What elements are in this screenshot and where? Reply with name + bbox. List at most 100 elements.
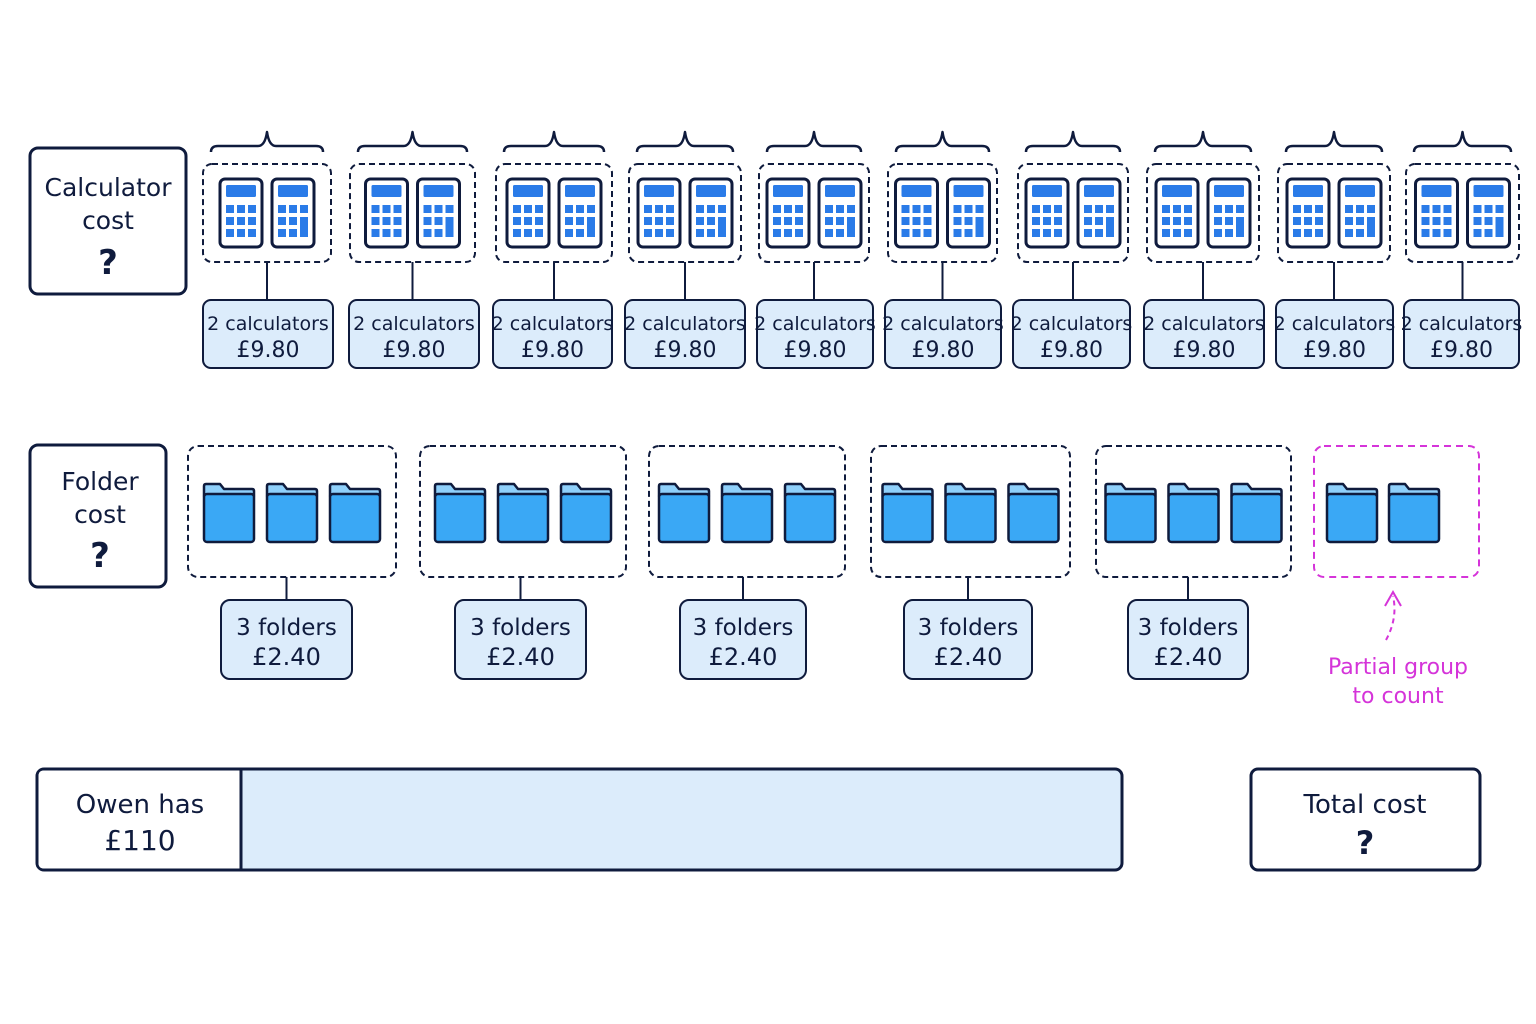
calculator-icon xyxy=(636,177,682,249)
calculator-price-box xyxy=(348,299,480,369)
folder-price: £2.40 xyxy=(1154,643,1223,671)
folder-icon xyxy=(944,482,997,544)
calculator-icon xyxy=(505,177,551,249)
folder-count-label: 3 folders xyxy=(470,615,571,641)
calculator-count-label: 2 calculators xyxy=(353,313,475,335)
calculator-group: 2 calculators£9.80 xyxy=(624,130,746,369)
calculator-icon xyxy=(1466,177,1511,249)
partial-group-note-line2: to count xyxy=(1352,684,1444,709)
calculator-icon xyxy=(1154,177,1200,249)
calculator-cost-unknown: ? xyxy=(98,243,118,283)
calculator-group: 2 calculators£9.80 xyxy=(1143,130,1265,369)
total-cost-label: Total cost xyxy=(1303,790,1427,820)
folder-icon xyxy=(1387,482,1441,544)
folder-group-box xyxy=(870,445,1071,578)
folder-cost-label-line1: Folder xyxy=(61,467,139,496)
calculator-group-box xyxy=(1277,163,1391,263)
calculator-price: £9.80 xyxy=(1430,338,1493,363)
calculator-price-box xyxy=(202,299,334,369)
folder-icon xyxy=(1230,482,1283,544)
calculator-icon xyxy=(894,177,939,249)
budget-label-line1: Owen has xyxy=(76,790,204,820)
folder-group-box xyxy=(187,445,397,578)
folder-icon xyxy=(1167,482,1220,544)
budget-bar: Owen has £110 xyxy=(35,767,1124,872)
calculator-icon xyxy=(364,177,409,249)
total-cost-box: Total cost ? xyxy=(1249,767,1482,872)
folder-icon xyxy=(202,482,256,544)
group-brace xyxy=(894,130,991,153)
calculator-count-label: 2 calculators xyxy=(1401,313,1523,335)
group-brace xyxy=(502,130,606,153)
folder-price: £2.40 xyxy=(934,643,1003,671)
group-brace xyxy=(1412,130,1513,153)
folder-count-label: 3 folders xyxy=(918,615,1019,641)
folder-groups: 3 folders£2.403 folders£2.403 folders£2.… xyxy=(187,445,1292,680)
calculator-cost-label: Calculator cost ? xyxy=(28,146,188,296)
calculator-price: £9.80 xyxy=(912,338,975,363)
calculator-icon xyxy=(218,177,264,249)
folder-icon xyxy=(720,482,774,544)
calculator-group-box xyxy=(349,163,476,263)
group-brace xyxy=(765,130,863,153)
calculator-group: 2 calculators£9.80 xyxy=(1274,130,1395,369)
budget-amount: £110 xyxy=(104,824,175,857)
folder-count-label: 3 folders xyxy=(693,615,794,641)
calculator-count-label: 2 calculators xyxy=(624,313,746,335)
folder-group: 3 folders£2.40 xyxy=(870,445,1071,680)
folder-group-box xyxy=(1095,445,1292,578)
calculator-count-label: 2 calculators xyxy=(1011,313,1133,335)
calculator-group: 2 calculators £9.80 xyxy=(1011,130,1133,369)
calculator-group: 2 calculators £9.80 xyxy=(882,130,1004,369)
folder-cost-unknown: ? xyxy=(90,536,110,576)
folder-price: £2.40 xyxy=(486,643,555,671)
calculator-price-box xyxy=(884,299,1002,369)
folder-icon xyxy=(559,482,613,544)
calculator-price: £9.80 xyxy=(784,338,847,363)
calculator-cost-label-line2: cost xyxy=(82,206,134,235)
folder-icon xyxy=(1007,482,1060,544)
folder-icon xyxy=(657,482,711,544)
calculator-group: 2 calculators £9.80 xyxy=(348,130,480,369)
folder-group: 3 folders£2.40 xyxy=(648,445,846,680)
folder-icon xyxy=(328,482,382,544)
total-cost-unknown: ? xyxy=(1356,824,1375,862)
calculator-icon xyxy=(270,177,316,249)
group-brace xyxy=(1024,130,1122,153)
group-brace xyxy=(356,130,469,153)
calculator-icon xyxy=(1414,177,1459,249)
calculator-group: 2 calculators £9.80 xyxy=(492,130,614,369)
folder-cost-label-line2: cost xyxy=(74,500,126,529)
folder-group: 3 folders£2.40 xyxy=(187,445,397,680)
calculator-count-label: 2 calculators xyxy=(492,313,614,335)
calculator-group-box xyxy=(1017,163,1129,263)
partial-group-arrow xyxy=(1385,595,1396,641)
folder-price-box xyxy=(454,599,587,680)
calculator-icon xyxy=(1076,177,1122,249)
calculator-price-box xyxy=(624,299,746,369)
calculator-icon xyxy=(557,177,603,249)
calculator-icon xyxy=(817,177,863,249)
group-brace xyxy=(1153,130,1253,153)
calculator-price: £9.80 xyxy=(237,338,300,363)
calculator-group: 2 calculators£9.80 xyxy=(754,130,876,369)
group-brace xyxy=(1284,130,1384,153)
folder-price: £2.40 xyxy=(252,643,321,671)
calculator-price: £9.80 xyxy=(521,338,584,363)
calculator-icon xyxy=(1337,177,1383,249)
calculator-price: £9.80 xyxy=(1173,338,1236,363)
calculator-icon xyxy=(416,177,461,249)
calculator-icon xyxy=(946,177,991,249)
folder-cost-label: Folder cost ? xyxy=(28,443,168,589)
folder-icon xyxy=(433,482,487,544)
arrow-head-icon xyxy=(1384,589,1402,607)
folder-group: 3 folders£2.40 xyxy=(1095,445,1292,680)
calculator-price: £9.80 xyxy=(1040,338,1103,363)
calculator-price: £9.80 xyxy=(383,338,446,363)
calculator-icon xyxy=(1285,177,1331,249)
folder-price-box xyxy=(679,599,807,680)
folder-count-label: 3 folders xyxy=(236,615,337,641)
folder-group: 3 folders£2.40 xyxy=(419,445,627,680)
calculator-count-label: 2 calculators xyxy=(882,313,1004,335)
